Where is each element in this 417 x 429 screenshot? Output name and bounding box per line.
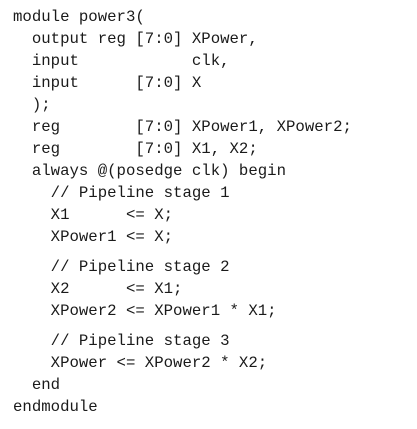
pipeline-stage-1-comment: // Pipeline stage 1 — [13, 184, 230, 202]
code-line: output reg [7:0] XPower, — [13, 30, 258, 48]
code-line: X1 <= X; — [13, 206, 174, 224]
code-line: input clk, — [13, 52, 230, 70]
code-line: always @(posedge clk) begin — [13, 162, 287, 180]
code-line: reg [7:0] XPower1, XPower2; — [13, 118, 352, 136]
code-line: endmodule — [13, 398, 98, 416]
pipeline-stage-2-comment: // Pipeline stage 2 — [13, 258, 230, 276]
code-line: reg [7:0] X1, X2; — [13, 140, 258, 158]
code-line: X2 <= X1; — [13, 280, 183, 298]
verilog-code-listing: module power3( output reg [7:0] XPower, … — [13, 6, 352, 418]
code-line: input [7:0] X — [13, 74, 202, 92]
code-line: module power3( — [13, 8, 145, 26]
code-line: XPower1 <= X; — [13, 228, 174, 246]
code-line: end — [13, 376, 61, 394]
code-line: XPower2 <= XPower1 * X1; — [13, 302, 277, 320]
code-line: ); — [13, 96, 51, 114]
pipeline-stage-3-comment: // Pipeline stage 3 — [13, 332, 230, 350]
code-line: XPower <= XPower2 * X2; — [13, 354, 268, 372]
